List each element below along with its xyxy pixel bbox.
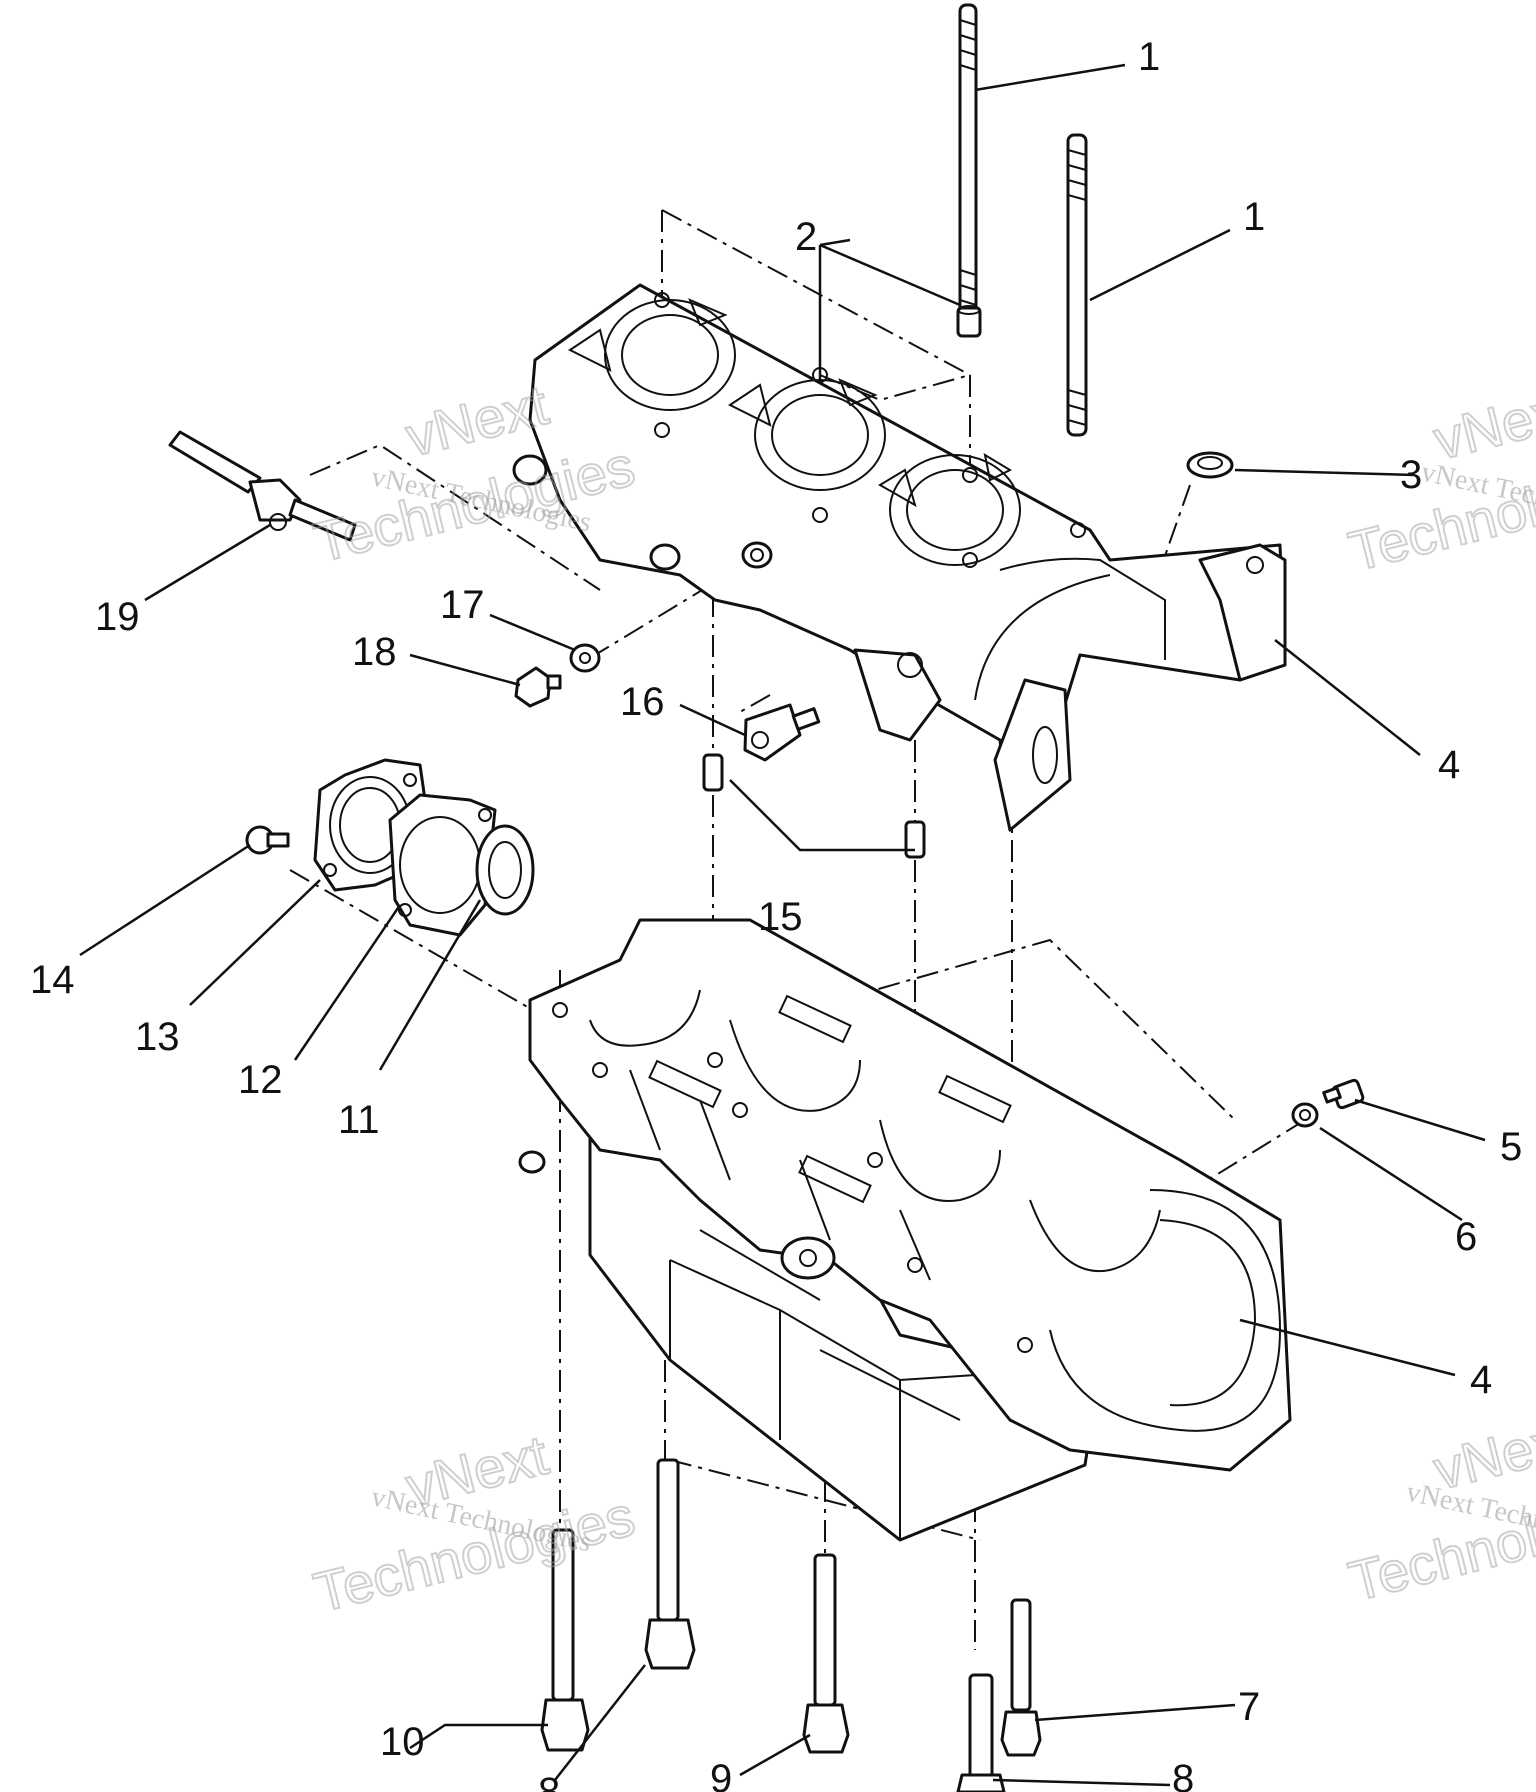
- fitting-19: [168, 430, 357, 542]
- callout-7: 7: [1238, 1685, 1260, 1729]
- oil-seal-11: [475, 824, 535, 916]
- callout-12: 12: [238, 1058, 283, 1102]
- gasket-12: [388, 793, 497, 937]
- bolt-10: [540, 1528, 590, 1752]
- callout-19: 19: [95, 595, 140, 639]
- bolt-8b: [956, 1673, 1006, 1792]
- callout-11: 11: [338, 1098, 380, 1142]
- plug: [1186, 451, 1234, 479]
- callout-9: 9: [710, 1757, 732, 1792]
- sensor-16: [743, 703, 821, 762]
- cylinder-stud-1b: [1066, 133, 1088, 437]
- svg-text:vNext: vNext: [1428, 376, 1536, 472]
- bolt-5: [1322, 1078, 1365, 1110]
- callout-2: 2: [795, 215, 817, 259]
- callout-4-upper: 4: [1438, 743, 1460, 787]
- callout-18: 18: [352, 630, 397, 674]
- callout-5: 5: [1500, 1125, 1522, 1169]
- bolt-18: [514, 666, 562, 708]
- dowel-pin-15: [702, 753, 926, 859]
- callout-17: 17: [440, 583, 485, 627]
- upper-crankcase: [512, 283, 1287, 832]
- callout-8-right: 8: [1172, 1757, 1194, 1792]
- leader-lines: [79, 63, 1486, 1787]
- watermark-lower-right: vNext vNext Technologies Technologies: [1342, 1405, 1536, 1614]
- callout-16: 16: [620, 680, 665, 724]
- callout-13: 13: [135, 1015, 180, 1059]
- washer-6: [1291, 1102, 1319, 1128]
- callout-4-lower: 4: [1470, 1358, 1492, 1402]
- callout-6: 6: [1455, 1215, 1477, 1259]
- callout-15: 15: [758, 895, 803, 939]
- callouts: 1 1 2 3 4 4 5 6 7 8 8 9 10 11 12 13 14 1…: [30, 35, 1522, 1792]
- cylinder-stud-1a: [958, 3, 978, 332]
- bolt-8a: [644, 1458, 696, 1670]
- washer-17: [569, 643, 601, 673]
- callout-10: 10: [380, 1720, 425, 1764]
- callout-3: 3: [1400, 453, 1422, 497]
- watermark-lower-left: vNext vNext Technologies Technologies: [307, 1422, 641, 1625]
- callout-1-lower: 1: [1243, 195, 1265, 239]
- bolt-7: [1000, 1598, 1042, 1757]
- watermark-upper-right: vNext vNext Technologies Technologies: [1342, 375, 1536, 584]
- svg-text:vNext: vNext: [400, 373, 555, 469]
- callout-14: 14: [30, 958, 75, 1002]
- bolt-9: [802, 1553, 850, 1754]
- bolt-14: [245, 825, 290, 855]
- dowel-sleeve: [956, 305, 982, 338]
- callout-8-left: 8: [538, 1770, 560, 1792]
- callout-1-upper: 1: [1138, 35, 1160, 79]
- lower-crankcase: [518, 918, 1292, 1542]
